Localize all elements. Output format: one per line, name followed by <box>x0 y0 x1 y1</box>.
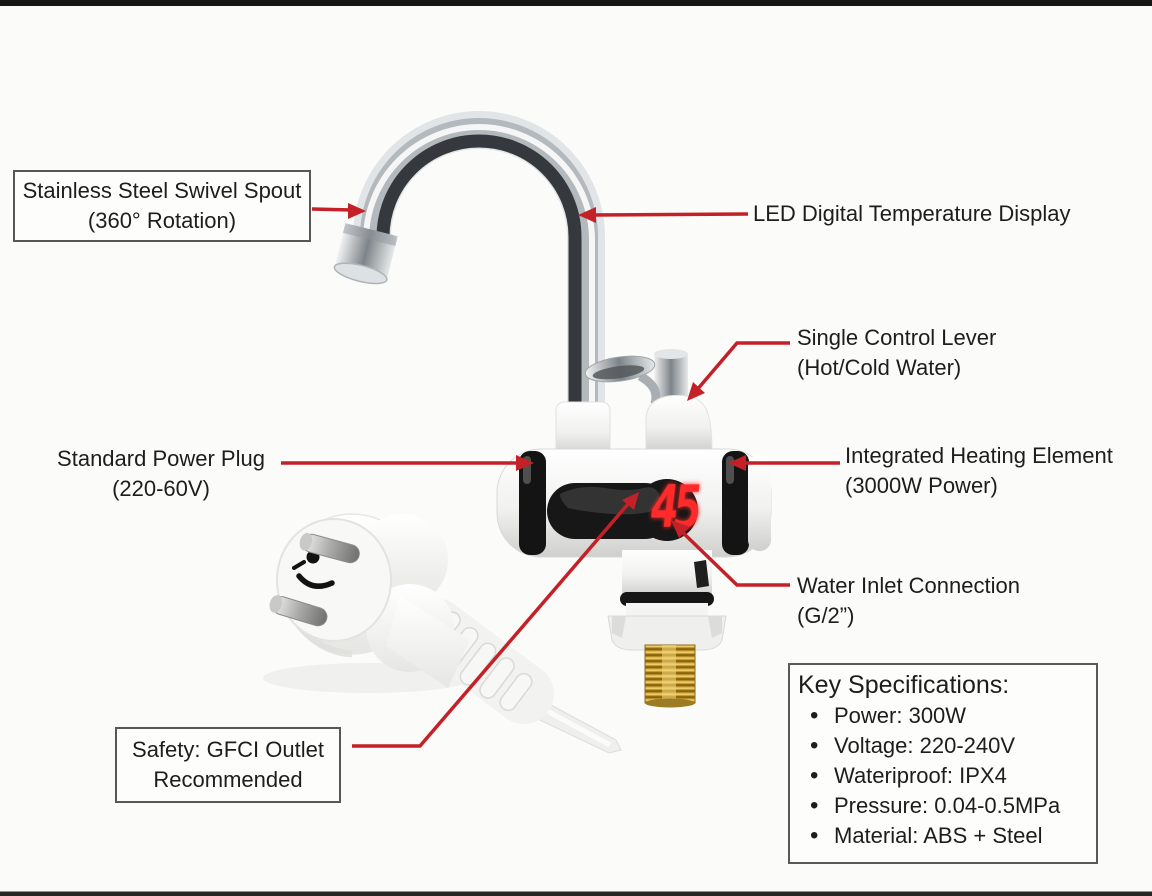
label-control-lever: Single Control Lever (Hot/Cold Water) <box>797 323 996 383</box>
label-heating-element: Integrated Heating Element (3000W Power) <box>845 441 1113 501</box>
label-text: (360° Rotation) <box>87 208 237 233</box>
label-text: Integrated Heating Element <box>845 443 1113 468</box>
control-lever <box>584 349 713 453</box>
aerator <box>333 223 398 285</box>
black-band-right <box>722 451 749 555</box>
spec-title: Key Specifications: <box>798 671 1010 699</box>
spec-item: • Pressure: 0.04-0.5MPa <box>798 791 1088 821</box>
label-text: Stainless Steel Swivel Spout <box>22 178 302 203</box>
label-power-plug: Standard Power Plug (220-60V) <box>30 444 292 504</box>
label-stainless-spout: Stainless Steel Swivel Spout (360° Rotat… <box>13 170 311 242</box>
bullet-icon: • <box>810 732 819 759</box>
label-water-inlet: Water Inlet Connection (G/2”) <box>797 571 1020 631</box>
arrow-spout <box>311 207 353 212</box>
spec-text: Wateriproof: IPX4 <box>834 763 1007 788</box>
bullet-icon: • <box>810 822 819 849</box>
mounting-nut <box>607 615 727 651</box>
label-text: (G/2”) <box>797 603 855 628</box>
water-inlet-fitting <box>607 550 727 708</box>
plug-pins <box>269 532 360 627</box>
top-border-line <box>0 0 1152 6</box>
arrow-lever <box>688 341 790 400</box>
spec-item: • Voltage: 220-240V <box>798 731 1088 761</box>
label-safety-gfci: Safety: GFCI Outlet Recommended <box>115 727 341 803</box>
bottom-border-line <box>0 889 1152 896</box>
temperature-reading: 45 <box>646 472 704 541</box>
label-text: Recommended <box>153 767 303 792</box>
black-band-left <box>519 451 546 555</box>
annotation-arrowheads <box>348 203 746 538</box>
spec-item: • Power: 300W <box>798 701 1088 731</box>
arrow-led-display <box>591 212 749 217</box>
annotation-lines <box>281 207 840 748</box>
lever-dome-cap <box>645 394 713 453</box>
key-specifications-box: Key Specifications: • Power: 300W • Volt… <box>788 663 1098 864</box>
label-text: Standard Power Plug <box>57 446 265 471</box>
label-text: (3000W Power) <box>845 473 998 498</box>
gooseneck-spout <box>333 111 605 454</box>
bullet-icon: • <box>810 762 819 789</box>
spec-text: Material: ABS + Steel <box>834 823 1043 848</box>
arrow-safety <box>352 502 630 748</box>
spec-text: Power: 300W <box>834 703 967 728</box>
spec-item: • Wateriproof: IPX4 <box>798 761 1088 791</box>
label-text: Safety: GFCI Outlet <box>132 737 324 762</box>
o-ring <box>620 592 714 606</box>
spout-riser-pipe <box>555 401 611 457</box>
spec-text: Voltage: 220-240V <box>834 733 1016 758</box>
label-text: (220-60V) <box>112 476 210 501</box>
arrow-water-inlet <box>674 524 790 587</box>
label-text: Water Inlet Connection <box>797 573 1020 598</box>
spec-text: Pressure: 0.04-0.5MPa <box>834 793 1061 818</box>
label-text: (Hot/Cold Water) <box>797 355 962 380</box>
label-text: Single Control Lever <box>797 325 997 350</box>
label-led-display: LED Digital Temperature Display <box>753 199 1071 229</box>
plug-face <box>276 518 392 642</box>
bullet-icon: • <box>810 702 819 729</box>
label-text: LED Digital Temperature Display <box>753 201 1071 226</box>
spec-item: • Material: ABS + Steel <box>798 821 1088 851</box>
power-plug-illustration <box>263 513 622 754</box>
bullet-icon: • <box>810 792 819 819</box>
